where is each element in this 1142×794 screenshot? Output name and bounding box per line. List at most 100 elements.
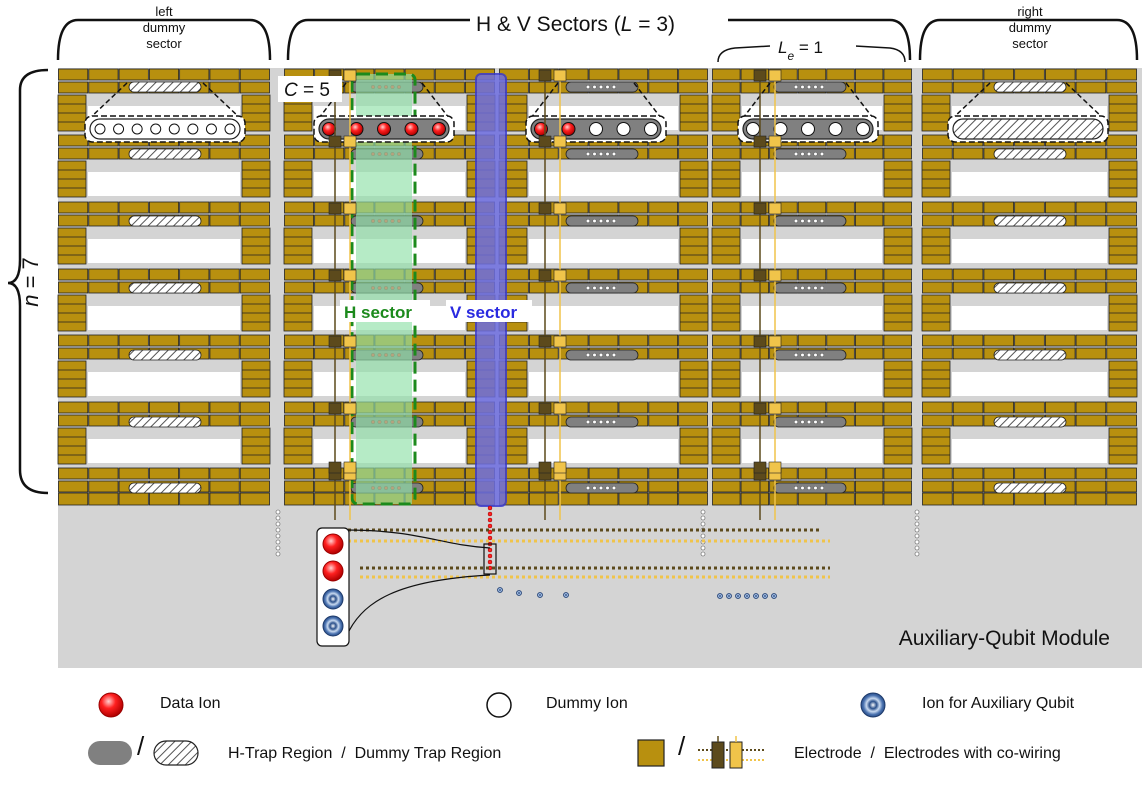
dummy-ion (813, 84, 818, 89)
h-sector-bg (340, 300, 430, 322)
electrode (209, 401, 240, 414)
electrode (648, 347, 679, 360)
electrode (588, 334, 619, 347)
electrode (58, 281, 89, 294)
dummy-ion (813, 353, 818, 358)
dummy-ion (800, 486, 805, 491)
dummy-ion (807, 353, 812, 358)
electrode (648, 281, 679, 294)
aux-ion (563, 592, 569, 598)
electrode (922, 201, 953, 214)
electrode (314, 214, 345, 227)
electrode (740, 81, 770, 94)
dummy-ion (914, 527, 920, 533)
left-dummy-label: sector (146, 36, 182, 51)
trap-channel (529, 172, 678, 196)
electrode (883, 281, 912, 294)
trap-channel (88, 439, 240, 463)
data-ion (432, 122, 446, 136)
electrode (118, 268, 149, 281)
dummy-ion (700, 545, 706, 551)
electrode (712, 268, 741, 281)
electrode (952, 268, 984, 281)
electrode (528, 147, 559, 160)
data-ion-icon (98, 692, 124, 718)
electrode (58, 68, 89, 81)
v-sector-region (475, 73, 507, 507)
dummy-ion (914, 551, 920, 557)
co-wired-electrode (538, 202, 552, 215)
electrode (854, 268, 884, 281)
electrode (712, 334, 741, 347)
electrode (854, 467, 884, 480)
dummy-ion (612, 420, 617, 425)
trap-channel (88, 239, 240, 263)
electrode (952, 492, 984, 506)
electrode (1075, 214, 1107, 227)
electrode (883, 147, 912, 160)
electrode (58, 492, 89, 506)
co-wired-electrode (553, 269, 567, 282)
trap-rung (57, 401, 271, 465)
dummy-ion (612, 486, 617, 491)
trap-channel (529, 306, 678, 330)
dummy-ion (589, 122, 603, 136)
dummy-ion (820, 286, 825, 291)
trap-channel (952, 439, 1107, 463)
electrode (618, 401, 649, 414)
legend-slash-2: / (678, 731, 686, 761)
dummy-ion-icon (486, 692, 512, 718)
electrode (434, 492, 465, 506)
dummy-ion (820, 218, 825, 223)
dummy-ion (773, 122, 788, 136)
electrode (434, 201, 465, 214)
dummy-ion (205, 123, 217, 135)
electrode (314, 480, 345, 493)
dummy-ion (599, 84, 604, 89)
dummy-ion (746, 122, 760, 136)
v-sector-label: V sector (450, 303, 517, 322)
electrode (284, 214, 315, 227)
electrode (528, 414, 559, 427)
electrode (678, 334, 708, 347)
electrode (983, 467, 1015, 480)
sector-bracket (918, 18, 1139, 61)
electrode (712, 414, 741, 427)
electrode (588, 467, 619, 480)
data-ion (487, 559, 493, 565)
electrode (922, 147, 953, 160)
dummy-ion (813, 151, 818, 156)
electrode (1106, 401, 1137, 414)
data-ion (487, 505, 493, 511)
electrode (826, 492, 855, 506)
electrode (1075, 467, 1107, 480)
electrode (678, 268, 708, 281)
electrode (740, 147, 770, 160)
electrode (148, 68, 180, 81)
electrode (209, 214, 240, 227)
electrode (58, 414, 89, 427)
electrode (1106, 281, 1137, 294)
trap-channel (88, 172, 240, 196)
electrode (678, 480, 708, 493)
aux-ion-box (316, 527, 350, 647)
electrode (678, 347, 708, 360)
electrode (1075, 147, 1107, 160)
legend-trap-region: H-Trap Region / Dummy Trap Region (228, 745, 502, 762)
electrode (58, 214, 89, 227)
electrode (284, 492, 315, 506)
electrode (1106, 480, 1137, 493)
electrode (1106, 68, 1137, 81)
electrode (58, 401, 89, 414)
dummy-ion (599, 353, 604, 358)
left-dummy-label: left (155, 4, 173, 19)
co-wired-electrode (343, 335, 357, 348)
trap-zoom-callout (525, 82, 667, 143)
electrode (58, 334, 89, 347)
dummy-ion (586, 151, 591, 156)
electrode (952, 334, 984, 347)
trap-channel (952, 172, 1107, 196)
electrode (239, 467, 270, 480)
electrode (1075, 81, 1107, 94)
trap-channel (742, 172, 882, 196)
